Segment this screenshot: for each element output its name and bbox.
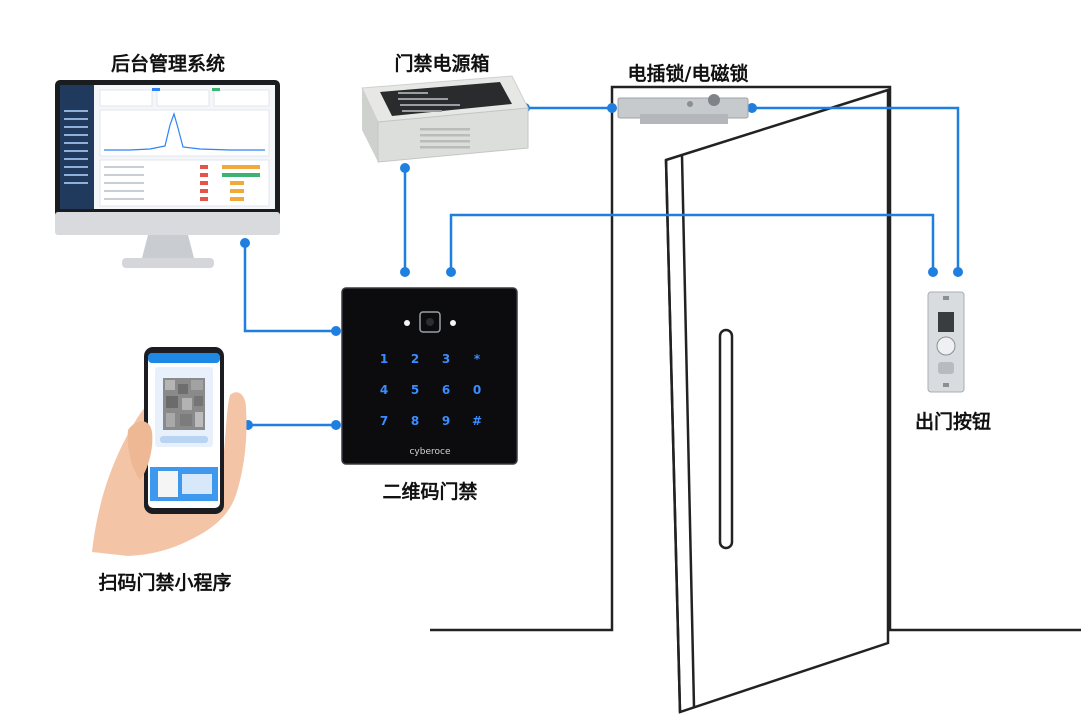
monitor-neck — [142, 235, 194, 258]
wire-node — [331, 420, 341, 430]
wire-node — [953, 267, 963, 277]
qr-reader-device: 1 2 3 * 4 5 6 0 7 8 9 # cyberoce — [341, 287, 518, 465]
door-leaf — [664, 88, 890, 714]
keypad-key: 4 — [380, 383, 388, 397]
wiring — [240, 103, 963, 430]
exit-plate-screw-bottom — [943, 383, 949, 387]
phone-scan-button — [160, 436, 208, 443]
phone-notch — [174, 349, 194, 353]
phone-in-hand — [92, 347, 247, 556]
reader-brand: cyberoce — [409, 447, 450, 457]
label-exit-button: 出门按钮 — [915, 410, 991, 433]
power-box-vents — [420, 128, 470, 149]
exit-plate-screw-top — [943, 296, 949, 300]
exit-push-button — [936, 336, 956, 356]
wire-node — [240, 238, 250, 248]
keypad-key: 1 — [380, 352, 388, 366]
keypad-key: * — [474, 352, 481, 366]
reader-indicator-led — [450, 320, 456, 326]
lock-screw — [708, 94, 720, 106]
reader-scanner-lens — [426, 318, 434, 326]
admin-stat-card — [99, 89, 153, 107]
lock-screw — [687, 101, 693, 107]
wire-node — [400, 163, 410, 173]
keypad-key: 6 — [442, 383, 450, 397]
label-power-box: 门禁电源箱 — [394, 52, 489, 75]
phone-banner-image — [158, 471, 178, 497]
monitor-chin — [55, 212, 280, 235]
admin-sidebar-items — [64, 110, 88, 184]
exit-button-device — [927, 291, 965, 393]
admin-stat-card-accent — [212, 88, 220, 91]
door — [430, 85, 1081, 714]
electric-lock — [617, 94, 749, 124]
exit-label — [938, 312, 954, 332]
reader-panel — [341, 287, 518, 465]
label-lock: 电插锁/电磁锁 — [628, 62, 749, 85]
admin-table-rows — [104, 165, 260, 201]
phone-banner-image — [182, 474, 212, 494]
admin-stat-card — [213, 89, 270, 107]
keypad-key: 9 — [442, 414, 450, 428]
keypad-key: 5 — [411, 383, 419, 397]
keypad-key: 8 — [411, 414, 419, 428]
label-admin-system: 后台管理系统 — [111, 52, 225, 75]
admin-chart-line — [104, 112, 265, 151]
reader-scanner-window — [419, 311, 441, 333]
admin-stat-card — [156, 89, 210, 107]
lock-plate — [640, 114, 728, 124]
wire-node — [331, 326, 341, 336]
admin-stat-card-accent — [152, 88, 160, 91]
exit-key-slot — [938, 362, 954, 374]
power-box — [361, 75, 529, 163]
door-edge-inner — [680, 155, 696, 708]
wire-node — [747, 103, 757, 113]
wire-reader-to-exit-button — [449, 213, 935, 272]
wire-node — [607, 103, 617, 113]
wire-lock-to-exit-button — [752, 106, 960, 272]
door-edge — [664, 159, 682, 713]
reader-indicator-led — [404, 320, 410, 326]
wire-admin-to-reader — [243, 243, 336, 333]
phone-qr-code — [163, 378, 205, 430]
label-qr-reader: 二维码门禁 — [382, 480, 477, 503]
thumb — [127, 421, 153, 480]
label-mini-program: 扫码门禁小程序 — [98, 571, 231, 594]
wire-node — [446, 267, 456, 277]
keypad-key: 7 — [380, 414, 388, 428]
monitor-base — [122, 258, 214, 268]
keypad-key: 3 — [442, 352, 450, 366]
keypad-key: 0 — [473, 383, 481, 397]
door-handle — [718, 328, 734, 550]
power-box-body — [362, 88, 378, 162]
reader-keypad: 1 2 3 * 4 5 6 0 7 8 9 # — [380, 352, 482, 428]
keypad-key: # — [472, 414, 482, 428]
phone-status-bar — [148, 353, 220, 363]
wire-node — [400, 267, 410, 277]
power-box-label-text — [398, 92, 460, 112]
admin-sidebar — [60, 85, 94, 209]
admin-chart-panel — [99, 109, 270, 157]
door-frame — [430, 85, 1081, 632]
wire-node — [928, 267, 938, 277]
admin-monitor — [55, 80, 280, 268]
keypad-key: 2 — [411, 352, 419, 366]
